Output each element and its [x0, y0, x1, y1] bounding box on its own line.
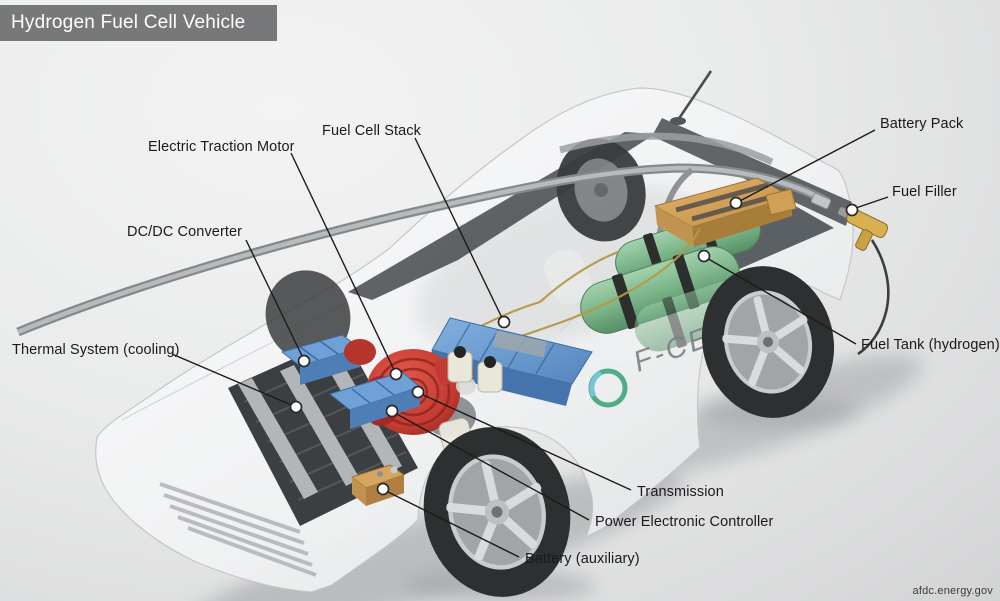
callout-line-transmission — [418, 392, 632, 491]
marker-electric-traction-motor — [389, 367, 403, 381]
battery-pack-component — [653, 177, 797, 247]
callout-line-dc-dc-converter — [245, 239, 305, 361]
marker-fuel-filler — [845, 203, 859, 217]
label-thermal-system: Thermal System (cooling) — [12, 342, 180, 358]
callout-line-electric-traction-motor — [290, 152, 397, 375]
label-fuel-tank-hydrogen: Fuel Tank (hydrogen) — [861, 337, 1000, 353]
front-grille — [159, 482, 317, 577]
callout-line-fuel-cell-stack — [414, 137, 505, 323]
marker-fuel-cell-stack — [497, 315, 511, 329]
roof-antenna — [670, 70, 713, 125]
label-fuel-filler: Fuel Filler — [892, 184, 957, 200]
callout-markers — [289, 196, 859, 496]
marker-dc-dc-converter — [297, 354, 311, 368]
callout-line-battery-auxiliary — [383, 489, 520, 558]
callout-line-fuel-tank — [704, 256, 857, 345]
marker-power-electronic-controller — [385, 404, 399, 418]
marker-battery-pack — [729, 196, 743, 210]
title-banner: Hydrogen Fuel Cell Vehicle — [0, 5, 277, 41]
marker-fuel-tank — [697, 249, 711, 263]
label-electric-traction-motor: Electric Traction Motor — [148, 139, 295, 155]
callout-lines — [171, 129, 889, 558]
marker-thermal-system — [289, 400, 303, 414]
label-battery-pack: Battery Pack — [880, 116, 964, 132]
label-battery-auxiliary: Battery (auxiliary) — [525, 551, 640, 567]
marker-transmission — [411, 385, 425, 399]
marker-battery-auxiliary — [376, 482, 390, 496]
callout-line-power-electronic-controller — [392, 411, 590, 521]
callout-line-fuel-filler — [852, 196, 889, 210]
label-transmission: Transmission — [637, 484, 724, 500]
callout-line-battery-pack — [735, 129, 876, 204]
label-power-electronic-controller: Power Electronic Controller — [595, 514, 774, 530]
source-credit: afdc.energy.gov — [912, 585, 993, 597]
callout-line-thermal-system — [171, 353, 297, 408]
label-fuel-cell-stack: Fuel Cell Stack — [322, 123, 422, 139]
label-dc-dc-converter: DC/DC Converter — [127, 224, 243, 240]
